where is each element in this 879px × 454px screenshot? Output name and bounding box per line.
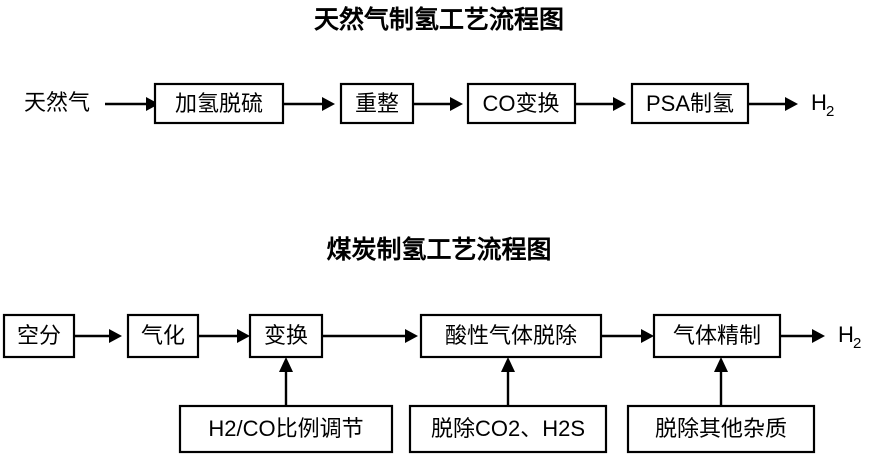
- input-label-natural-gas: 天然气: [24, 90, 90, 115]
- output-label-text: H: [838, 322, 854, 347]
- arrow-step4-to-output: [748, 97, 798, 111]
- process-box-label: 变换: [264, 323, 308, 348]
- output-label-subscript: 2: [853, 335, 861, 352]
- process-box-psa-zhiqing[interactable]: PSA制氢: [630, 82, 750, 125]
- process-box-label: 气化: [141, 323, 185, 348]
- annotation-box-h2-co-ratio[interactable]: H2/CO比例调节: [178, 404, 394, 454]
- arrow-coal-step4-to-step5: [601, 329, 654, 343]
- arrow-coal-step3-to-step4: [322, 329, 418, 343]
- process-box-zhongzheng[interactable]: 重整: [339, 82, 415, 125]
- output-label-subscript: 2: [826, 103, 834, 120]
- process-box-label: 重整: [355, 91, 399, 116]
- process-box-bianhuan[interactable]: 变换: [248, 313, 324, 359]
- process-box-kongfen[interactable]: 空分: [2, 313, 76, 359]
- process-box-label: 气体精制: [673, 323, 761, 348]
- process-box-suanxing-qiti-tuochu[interactable]: 酸性气体脱除: [419, 313, 603, 359]
- process-box-jiaqingtuoliu[interactable]: 加氢脱硫: [153, 82, 285, 125]
- annotation-box-label: H2/CO比例调节: [208, 416, 363, 441]
- annotation-box-remove-co2-h2s[interactable]: 脱除CO2、H2S: [408, 404, 608, 454]
- process-box-co-bianhuan[interactable]: CO变换: [466, 82, 577, 125]
- process-box-label: PSA制氢: [646, 91, 734, 116]
- arrow-input-to-step1: [105, 97, 159, 111]
- process-box-qiti-jingzhi[interactable]: 气体精制: [652, 313, 782, 359]
- process-box-label: 空分: [17, 323, 61, 348]
- arrow-coal-step2-to-step3: [198, 329, 250, 343]
- process-box-label: 加氢脱硫: [175, 91, 263, 116]
- arrow-step1-to-step2: [283, 97, 335, 111]
- annotation-box-remove-other-impurities[interactable]: 脱除其他杂质: [626, 404, 816, 454]
- arrow-annotation1-to-bianhuan: [279, 357, 293, 406]
- output-label-hydrogen-2: H 2: [838, 322, 861, 352]
- section-title-coal: 煤炭制氢工艺流程图: [326, 235, 551, 264]
- output-label-text: H: [811, 90, 827, 115]
- annotation-box-label: 脱除其他杂质: [655, 416, 787, 441]
- section-title-natural-gas: 天然气制氢工艺流程图: [314, 5, 564, 34]
- arrow-annotation3-to-qiti-jingzhi: [714, 357, 728, 406]
- annotation-box-label: 脱除CO2、H2S: [431, 416, 585, 441]
- process-box-label: 酸性气体脱除: [445, 323, 577, 348]
- process-box-label: CO变换: [482, 91, 559, 116]
- arrow-coal-step5-to-output: [780, 329, 825, 343]
- arrow-annotation2-to-suanxing: [501, 357, 515, 406]
- arrow-step2-to-step3: [413, 97, 463, 111]
- arrow-step3-to-step4: [575, 97, 626, 111]
- process-box-qihua[interactable]: 气化: [126, 313, 200, 359]
- arrow-coal-step1-to-step2: [74, 329, 122, 343]
- output-label-hydrogen-1: H 2: [811, 90, 834, 120]
